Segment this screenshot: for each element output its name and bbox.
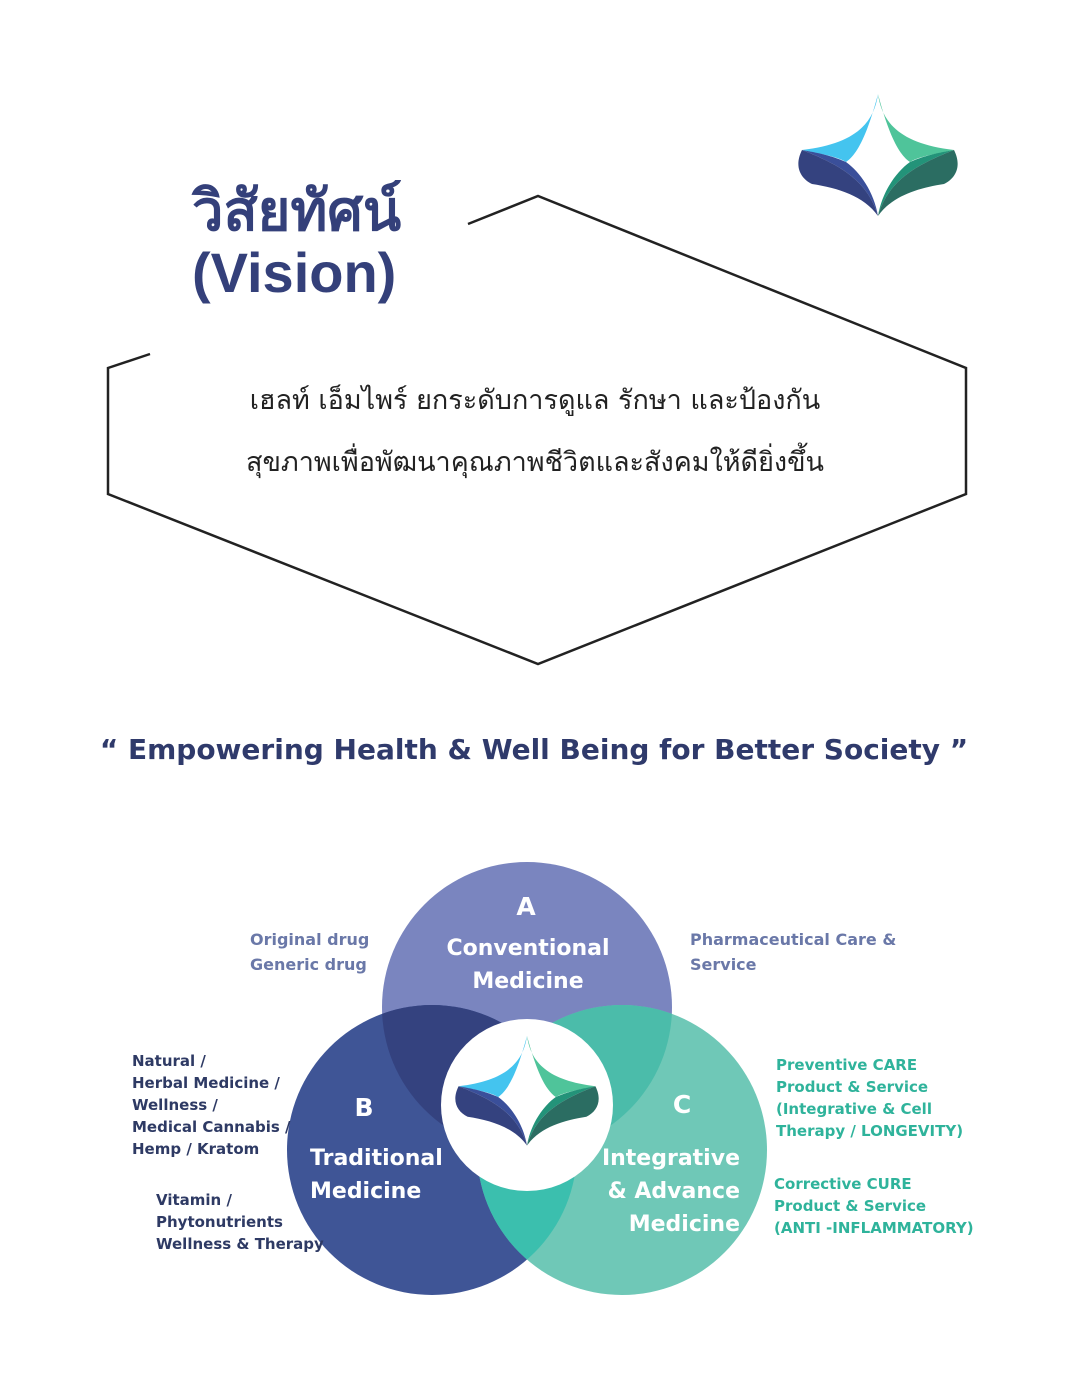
circle-b-name-line: Medicine [310, 1179, 422, 1204]
note-line: Product & Service [776, 1078, 929, 1096]
note-line: Generic drug [250, 955, 367, 974]
page-title: วิสัยทัศน์ (Vision) [192, 180, 472, 304]
circle-c-name-line: Medicine [628, 1212, 740, 1237]
circle-a-name: Conventional Medicine [446, 932, 610, 998]
note-a-left: Original drug Generic drug [250, 927, 369, 977]
note-line: Wellness & Therapy [156, 1235, 324, 1253]
note-b-bottom: Vitamin / Phytonutrients Wellness & Ther… [156, 1189, 324, 1255]
note-line: Corrective CURE [774, 1175, 912, 1193]
note-line: Therapy / LONGEVITY) [776, 1122, 964, 1140]
center-disc [441, 1019, 613, 1191]
note-line: Vitamin / [156, 1191, 232, 1209]
note-line: Wellness / [132, 1096, 218, 1114]
hexagon-frame [106, 194, 968, 666]
note-line: Hemp / Kratom [132, 1140, 260, 1158]
circle-c-name: Integrative & Advance Medicine [598, 1142, 740, 1241]
circle-a-letter: A [516, 892, 536, 921]
vision-line-2: สุขภาพเพื่อพัฒนาคุณภาพชีวิตและสังคมให้ดี… [245, 447, 825, 478]
title-thai: วิสัยทัศน์ [192, 179, 402, 242]
brand-logo-icon [798, 94, 958, 216]
note-a-right: Pharmaceutical Care & Service [690, 927, 896, 977]
note-line: Original drug [250, 930, 370, 949]
note-line: Phytonutrients [156, 1213, 283, 1231]
circle-c-letter: C [672, 1090, 692, 1119]
vision-line-1: เฮลท์ เอ็มไพร์ ยกระดับการดูแล รักษา และป… [249, 385, 821, 416]
note-b-top: Natural / Herbal Medicine / Wellness / M… [132, 1050, 290, 1160]
note-line: (ANTI -INFLAMMATORY) [774, 1219, 974, 1237]
circle-a-name-line: Conventional [446, 936, 610, 961]
note-line: Natural / [132, 1052, 206, 1070]
note-line: Pharmaceutical Care & [690, 930, 897, 949]
note-c-top: Preventive CARE Product & Service (Integ… [776, 1054, 963, 1142]
note-line: Preventive CARE [776, 1056, 918, 1074]
circle-c-name-line: Integrative [601, 1146, 740, 1171]
slogan: “ Empowering Health & Well Being for Bet… [99, 733, 969, 766]
center-logo-icon [455, 1035, 599, 1146]
circle-b-letter: B [354, 1093, 374, 1122]
circle-a-name-line: Medicine [472, 969, 584, 994]
note-line: (Integrative & Cell [776, 1100, 932, 1118]
circle-b-name: Traditional Medicine [310, 1142, 443, 1208]
note-c-bottom: Corrective CURE Product & Service (ANTI … [774, 1173, 974, 1239]
note-line: Product & Service [774, 1197, 927, 1215]
note-line: Medical Cannabis / [132, 1118, 291, 1136]
note-line: Herbal Medicine / [132, 1074, 280, 1092]
circle-c-name-line: & Advance [607, 1179, 740, 1204]
note-line: Service [690, 955, 757, 974]
title-english: (Vision) [192, 241, 397, 304]
circle-b-name-line: Traditional [310, 1146, 443, 1171]
